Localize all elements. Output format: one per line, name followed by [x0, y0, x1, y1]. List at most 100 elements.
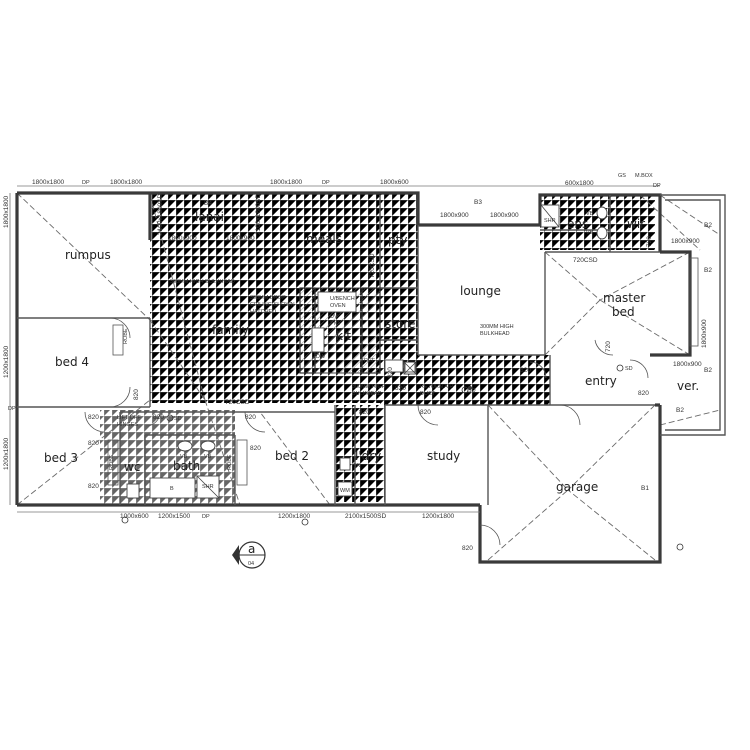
bulkhead-note: 300MM HIGH	[480, 324, 514, 330]
ceiling-note-2: CEILING SHOWN	[250, 302, 295, 308]
door-size: 820	[250, 445, 261, 452]
meter-box-label: M.BOX	[635, 173, 653, 179]
beam-label: B2	[676, 407, 684, 414]
window-size: 1800x600	[380, 179, 409, 186]
room-bed2: bed 2	[275, 449, 309, 463]
room-master-line1: master	[603, 291, 645, 305]
door-size: 820	[245, 414, 256, 421]
robes	[107, 257, 699, 486]
door-size-vertical: 2100x1800SD	[157, 193, 164, 235]
room-pty: pty	[388, 233, 407, 247]
room-rumpus: rumpus	[65, 248, 111, 262]
window-size: 1200x1800	[278, 513, 311, 520]
beam-label: B2	[704, 267, 712, 274]
downpipe-label: DP	[82, 180, 90, 186]
window-size: 1000x600	[120, 513, 149, 520]
room-bath: bath	[173, 459, 200, 473]
section-marker-sheet: 04	[248, 561, 254, 567]
room-lanai: lanai	[195, 210, 224, 224]
oven-note: UV	[330, 314, 338, 320]
downpipe-label: DP	[8, 406, 16, 412]
door-size: 820	[395, 385, 406, 392]
room-garage: garage	[556, 480, 598, 494]
oven-note: PNY	[330, 321, 342, 327]
downpipe-label: DP	[322, 180, 330, 186]
hinge-note: HINGES	[117, 422, 138, 428]
window-size: 1800x1800	[110, 179, 143, 186]
bulkhead-note: 300MM HIGH BULKHEAD	[170, 279, 235, 285]
door-size: 820	[420, 409, 431, 416]
door-size: 820	[462, 545, 473, 552]
vanity-label: VB	[586, 211, 594, 217]
door-size-vertical: 820	[387, 367, 394, 378]
window-size: 1800x1800	[270, 179, 303, 186]
room-meals: meals	[306, 232, 342, 246]
smoke-detector-label: SD	[625, 366, 633, 372]
door-size: 820	[359, 409, 370, 416]
oven-note: OVEN	[330, 303, 346, 309]
door-size-vertical: 720	[646, 236, 653, 247]
room-bed3: bed 3	[44, 451, 78, 465]
downpipe-label: DP	[202, 514, 210, 520]
door-size-vertical: 820	[133, 389, 140, 400]
window-size: 1800x900	[168, 235, 197, 242]
ceiling-note-3: HATCHED	[250, 309, 276, 315]
beam-label: B3	[474, 199, 482, 206]
gas-label: GS	[618, 173, 626, 179]
hinge-note: LIFT OFF	[117, 415, 141, 421]
room-master-line2: bed	[612, 305, 635, 319]
room-laundry: l'dry	[355, 449, 381, 463]
beam-label: B4	[204, 200, 212, 207]
bulkhead-note: 300MM HIGH	[352, 384, 386, 390]
door-size: 820	[638, 390, 649, 397]
beam-label: B2	[704, 222, 712, 229]
door-size: 820	[153, 414, 164, 421]
door-size: 820	[88, 483, 99, 490]
door-size: 720CSD	[573, 257, 598, 264]
window-size: 1800x900	[673, 361, 702, 368]
window-size: 600x1800	[565, 180, 594, 187]
bulkhead-note: BULKHEAD	[352, 391, 382, 397]
interior-walls	[17, 195, 660, 505]
bulkhead-note: BULKHEAD	[480, 331, 510, 337]
door-size: 720CSD	[225, 399, 250, 406]
window-size: 2100x1500SD	[345, 513, 387, 520]
window-size: 1800x900	[671, 238, 700, 245]
bath-label: B	[170, 486, 174, 492]
window-size: 1800x1800	[32, 179, 65, 186]
dimension-lines	[9, 185, 660, 513]
window-size: 1800x900	[440, 212, 469, 219]
window-size: 1800x900	[490, 212, 519, 219]
robe-label: ROBE	[109, 454, 115, 470]
room-family: family	[212, 323, 249, 337]
smoke-detector-label: SD	[468, 388, 476, 394]
section-marker-letter: a	[248, 542, 255, 556]
downpipe-label: DP	[653, 183, 661, 189]
doors	[84, 317, 649, 546]
return-air-note: DUCT	[420, 391, 436, 397]
door-size: 820	[520, 367, 531, 374]
robe-label: ROBE	[227, 454, 233, 470]
dishwasher-label: DW	[316, 354, 326, 360]
window-size-vertical: 1200x1800	[3, 437, 10, 470]
room-entry: entry	[585, 374, 617, 388]
window-size-vertical: 1200x1800	[3, 345, 10, 378]
fridge-label: REF	[364, 358, 376, 364]
room-kitchen: kit	[336, 329, 351, 343]
door-size-vertical: 2100x1800SD	[255, 193, 262, 235]
vanity-label: VB	[180, 454, 188, 460]
room-study: study	[427, 449, 460, 463]
symbols	[121, 361, 684, 551]
door-size: 820	[88, 414, 99, 421]
oven-note: U/BENCH	[330, 296, 355, 302]
roof-lines	[16, 192, 721, 561]
room-verandah: ver.	[677, 379, 699, 393]
room-ens: ens	[567, 217, 588, 231]
door-size: 820	[88, 440, 99, 447]
window-size: 1800x900	[226, 235, 255, 242]
window-size: 1200x1500	[158, 513, 191, 520]
bathroom-fixtures	[126, 204, 608, 499]
room-store: store	[385, 317, 415, 331]
shower-label: SHR	[544, 218, 556, 224]
